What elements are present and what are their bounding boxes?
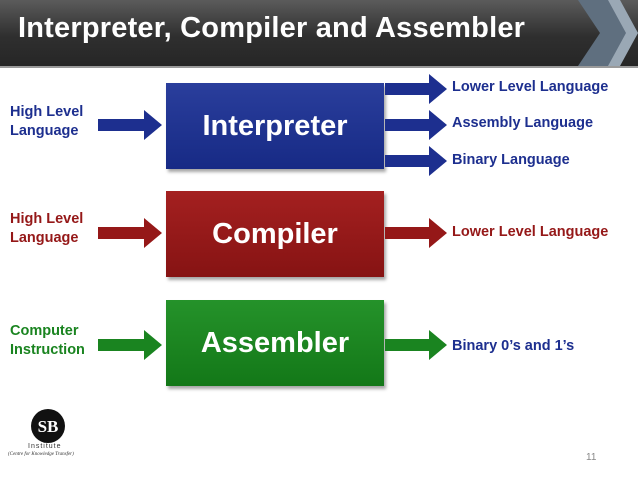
- compiler-output-label: Lower Level Language: [452, 224, 609, 240]
- interpreter-output-arrow-3: [385, 146, 447, 176]
- compiler-output-arrow: [385, 218, 447, 248]
- interpreter-box: Interpreter: [166, 83, 384, 169]
- interpreter-output-arrow-1: [385, 74, 447, 104]
- sb-institute-logo: SB: [31, 409, 65, 443]
- compiler-box-label: Compiler: [212, 217, 338, 250]
- assembler-box-label: Assembler: [200, 326, 350, 359]
- assembler-box: Assembler: [166, 300, 384, 386]
- compiler-input-label: High Level Language: [10, 211, 84, 246]
- logo-name: Institute: [28, 443, 62, 450]
- interpreter-output-label-3: Binary Language: [452, 152, 570, 168]
- interpreter-input-label: High Level Language: [10, 104, 84, 139]
- interpreter-output-label-2: Assembly Language: [452, 115, 594, 131]
- assembler-output-arrow: [385, 330, 447, 360]
- assembler-input-arrow: [98, 330, 162, 360]
- compiler-input-arrow: [98, 218, 162, 248]
- interpreter-output-arrow-2: [385, 110, 447, 140]
- page-number: 11: [586, 452, 597, 463]
- compiler-box: Compiler: [166, 191, 384, 277]
- title-bar: Interpreter, Compiler and Assembler: [0, 0, 638, 68]
- logo-mark: SB: [38, 417, 59, 436]
- interpreter-box-label: Interpreter: [202, 109, 348, 142]
- slide-title: Interpreter, Compiler and Assembler: [18, 12, 526, 44]
- interpreter-output-label-1: Lower Level Language: [452, 79, 609, 95]
- chevron-right-icon: [578, 0, 638, 66]
- logo-tagline: (Centre for Knowledge Transfer): [8, 452, 74, 457]
- interpreter-input-arrow: [98, 110, 162, 140]
- assembler-input-label: Computer Instruction: [10, 323, 85, 358]
- assembler-output-label: Binary 0’s and 1’s: [452, 338, 575, 354]
